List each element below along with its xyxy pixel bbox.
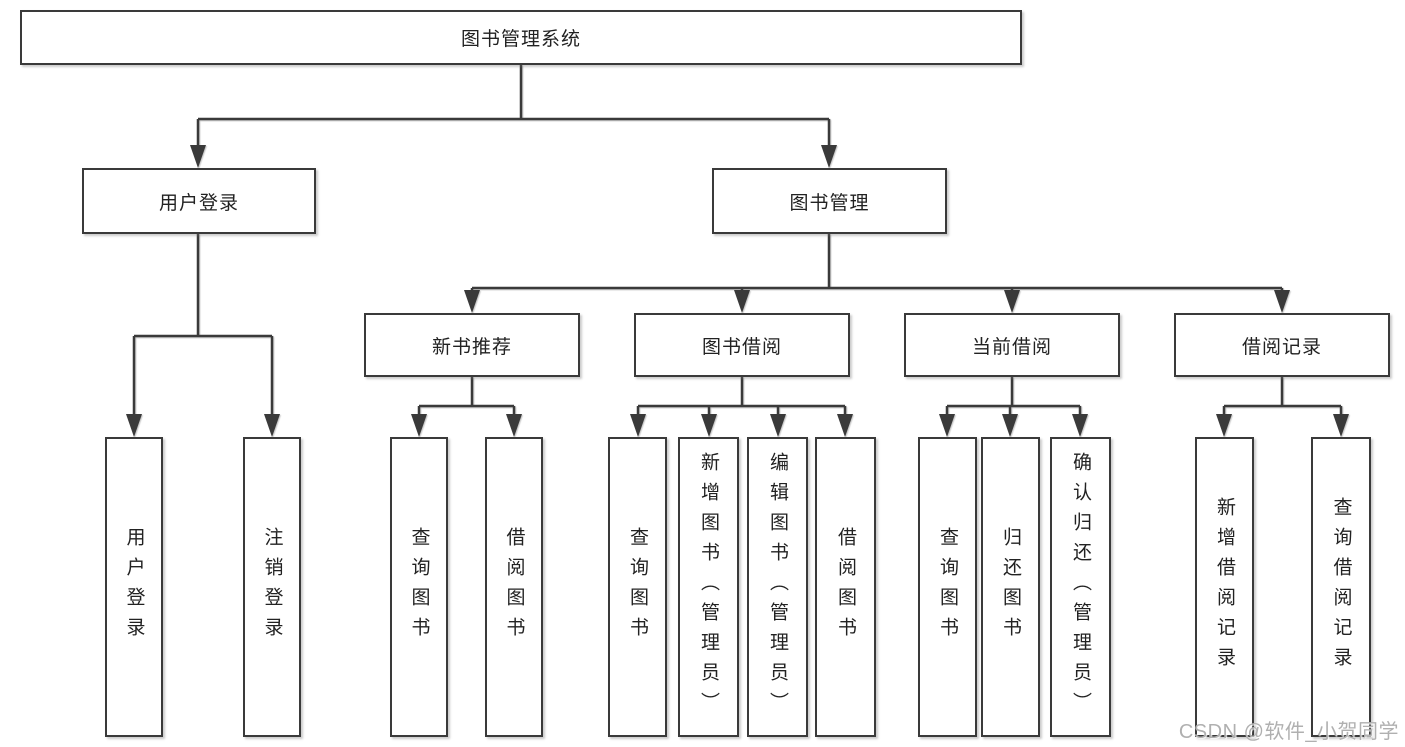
leaf-return-books: 归还图书: [981, 437, 1040, 737]
leaf-user-login: 用户登录: [105, 437, 163, 737]
node-borrow-records: 借阅记录: [1174, 313, 1390, 377]
node-new-book-recommend: 新书推荐: [364, 313, 580, 377]
node-user-login: 用户登录: [82, 168, 316, 234]
node-root-system: 图书管理系统: [20, 10, 1022, 65]
leaf-edit-books-admin: 编辑图书（管理员）: [747, 437, 808, 737]
node-book-management: 图书管理: [712, 168, 947, 234]
leaf-add-books-admin: 新增图书（管理员）: [678, 437, 739, 737]
csdn-watermark: CSDN @软件_小贺同学: [1178, 721, 1399, 743]
leaf-borrow-query-books: 查询图书: [608, 437, 667, 737]
node-current-borrow: 当前借阅: [904, 313, 1120, 377]
leaf-recommend-query-books: 查询图书: [390, 437, 448, 737]
leaf-current-query-books: 查询图书: [918, 437, 977, 737]
leaf-borrow-books: 借阅图书: [815, 437, 876, 737]
leaf-recommend-borrow-books: 借阅图书: [485, 437, 543, 737]
leaf-query-borrow-record: 查询借阅记录: [1311, 437, 1371, 737]
node-book-borrow: 图书借阅: [634, 313, 850, 377]
leaf-add-borrow-record: 新增借阅记录: [1195, 437, 1254, 737]
leaf-logout: 注销登录: [243, 437, 301, 737]
leaf-confirm-return-admin: 确认归还（管理员）: [1050, 437, 1111, 737]
